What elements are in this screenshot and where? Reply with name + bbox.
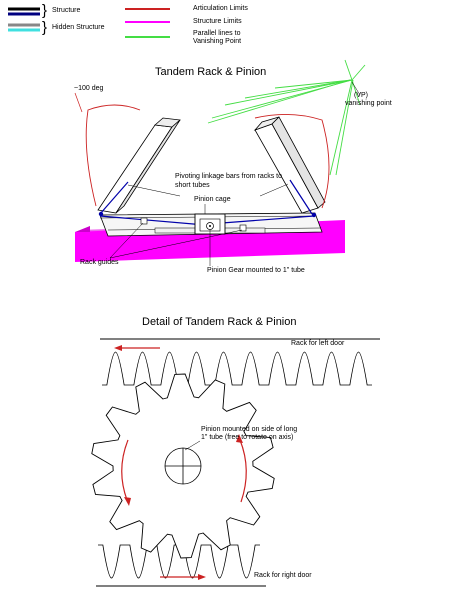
right-rack-bar bbox=[221, 215, 315, 224]
top-rack-teeth bbox=[102, 351, 372, 386]
pivot-label-1: Pivoting linkage bars from racks to bbox=[175, 173, 282, 180]
top-title: Tandem Rack & Pinion bbox=[155, 66, 267, 78]
vp-label-2: vanishing point bbox=[345, 100, 392, 107]
base-slab-edge bbox=[75, 226, 90, 232]
pivot-leader-2 bbox=[259, 183, 289, 197]
angle-label: ~100 deg bbox=[74, 85, 104, 92]
rack-right-label: Rack for right door bbox=[254, 572, 312, 579]
left-door-direction-arrow bbox=[114, 345, 160, 351]
legend-hidden-label: Hidden Structure bbox=[52, 24, 105, 31]
pinion-gear-hub bbox=[209, 225, 211, 227]
rack-guide-leader-2 bbox=[109, 229, 243, 259]
pivot-leader-1 bbox=[127, 184, 181, 197]
right-door-side bbox=[271, 116, 326, 209]
right-articulation-arc bbox=[254, 113, 330, 209]
legend-parallel-label-1: Parallel lines to bbox=[193, 30, 241, 37]
vp-label-1: (VP) bbox=[354, 92, 368, 99]
right-door-direction-arrow bbox=[160, 574, 206, 580]
detail-drawing bbox=[91, 338, 380, 587]
rack-left-label: Rack for left door bbox=[291, 340, 345, 347]
rack-guides-label: Rack guides bbox=[80, 259, 119, 266]
detail-title: Detail of Tandem Rack & Pinion bbox=[142, 316, 297, 328]
left-rotation-arrow bbox=[121, 439, 129, 501]
rack-guide-right bbox=[239, 224, 247, 232]
pinion-cage-label: Pinion cage bbox=[194, 196, 231, 203]
legend-articulation-label: Articulation Limits bbox=[193, 5, 248, 12]
left-door-side bbox=[115, 119, 181, 214]
legend-parallel-label-2: Vanishing Point bbox=[193, 38, 242, 45]
vp-leader bbox=[351, 81, 361, 96]
legend-structure-brace: } bbox=[42, 2, 48, 19]
pivot-label-2: short tubes bbox=[175, 182, 210, 189]
pinion-label-leader bbox=[184, 440, 201, 451]
left-rack-bar bbox=[99, 215, 206, 226]
left-angle-leader bbox=[74, 92, 83, 113]
legend-limits-label: Structure Limits bbox=[193, 18, 242, 25]
rack-guide-leader-1 bbox=[109, 222, 144, 259]
right-rotation-arrowhead bbox=[236, 434, 243, 443]
left-rotation-arrowhead bbox=[124, 497, 131, 506]
right-rotation-arrow bbox=[239, 439, 247, 503]
pinion-detail-label-1: Pinion mounted on side of long bbox=[201, 426, 298, 433]
legend-structure-label: Structure bbox=[52, 7, 81, 14]
top-assembly bbox=[74, 59, 366, 266]
pinion-detail-label-2: 1" tube (free to rotate on axis) bbox=[201, 434, 294, 441]
left-door bbox=[97, 124, 173, 214]
rack-guide-left bbox=[140, 217, 148, 225]
legend bbox=[8, 7, 170, 38]
legend-hidden-brace: } bbox=[42, 19, 48, 36]
left-articulation-arc bbox=[85, 104, 141, 207]
left-pivot bbox=[98, 211, 104, 217]
left-linkage bbox=[99, 181, 129, 215]
right-linkage bbox=[289, 179, 313, 215]
right-pivot bbox=[311, 212, 317, 218]
vanishing-rays bbox=[207, 59, 366, 176]
pinion-gear-label: Pinion Gear mounted to 1" tube bbox=[207, 267, 305, 274]
